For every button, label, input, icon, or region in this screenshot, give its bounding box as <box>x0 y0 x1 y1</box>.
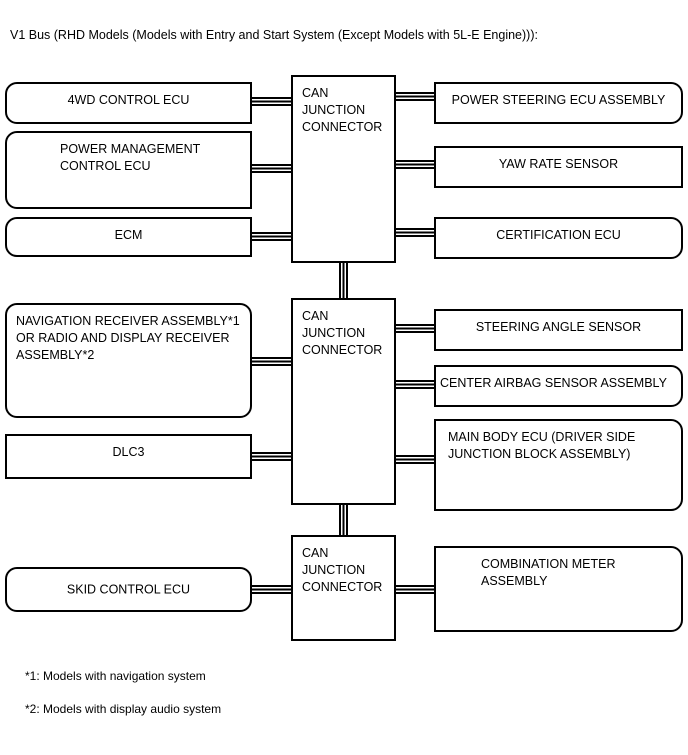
node-power-steering-ecu-assembly[interactable]: POWER STEERING ECU ASSEMBLY <box>434 82 683 124</box>
node-power-management-control-ecu-label: POWER MANAGEMENT CONTROL ECU <box>60 142 201 173</box>
node-dlc3[interactable]: DLC3 <box>5 434 252 479</box>
node-center-airbag-sensor-assembly-label: CENTER AIRBAG SENSOR ASSEMBLY <box>440 376 667 390</box>
node-yaw-rate-sensor[interactable]: YAW RATE SENSOR <box>434 146 683 188</box>
connector-junction2-to-junction3 <box>339 501 348 539</box>
connector-junction1-to-power-steering <box>394 92 436 101</box>
node-dlc3-label: DLC3 <box>112 445 145 459</box>
connector-skid-control-to-junction3 <box>247 585 293 594</box>
node-steering-angle-sensor[interactable]: STEERING ANGLE SENSOR <box>434 309 683 351</box>
junction1-line1: CAN <box>302 86 329 100</box>
node-power-steering-ecu-assembly-label: POWER STEERING ECU ASSEMBLY <box>451 93 666 107</box>
diagram-title: V1 Bus (RHD Models (Models with Entry an… <box>10 28 538 42</box>
can-junction-connector-3[interactable]: CAN JUNCTION CONNECTOR <box>291 535 396 641</box>
junction1-line3: CONNECTOR <box>302 120 383 134</box>
connector-ecm-to-junction1 <box>247 232 293 241</box>
connector-junction3-to-combination-meter <box>394 585 436 594</box>
connector-junction1-to-yaw-rate <box>394 160 436 169</box>
node-center-airbag-sensor-assembly[interactable]: CENTER AIRBAG SENSOR ASSEMBLY <box>434 365 683 407</box>
node-yaw-rate-sensor-label: YAW RATE SENSOR <box>498 157 619 171</box>
junction1-line2: JUNCTION <box>302 103 366 117</box>
node-power-management-control-ecu[interactable]: POWER MANAGEMENT CONTROL ECU <box>5 131 252 209</box>
node-navigation-receiver-assembly-label: NAVIGATION RECEIVER ASSEMBLY*1 OR RADIO … <box>16 314 240 362</box>
connector-junction2-to-main-body-ecu <box>394 455 436 464</box>
connector-power-mgmt-to-junction1 <box>247 164 293 173</box>
node-skid-control-ecu[interactable]: SKID CONTROL ECU <box>5 567 252 612</box>
junction2-line1: CAN <box>302 309 329 323</box>
node-4wd-control-ecu[interactable]: 4WD CONTROL ECU <box>5 82 252 124</box>
connector-junction2-to-center-airbag <box>394 380 436 389</box>
can-junction-connector-2[interactable]: CAN JUNCTION CONNECTOR <box>291 298 396 505</box>
node-certification-ecu-label: CERTIFICATION ECU <box>496 228 621 242</box>
node-main-body-ecu-label: MAIN BODY ECU (DRIVER SIDE JUNCTION BLOC… <box>448 430 636 461</box>
junction2-line3: CONNECTOR <box>302 343 383 357</box>
footnote-1: *1: Models with navigation system <box>25 669 206 683</box>
node-steering-angle-sensor-label: STEERING ANGLE SENSOR <box>475 320 642 334</box>
node-combination-meter-assembly-label: COMBINATION METER ASSEMBLY <box>481 557 616 588</box>
node-main-body-ecu[interactable]: MAIN BODY ECU (DRIVER SIDE JUNCTION BLOC… <box>434 419 683 511</box>
node-certification-ecu[interactable]: CERTIFICATION ECU <box>434 217 683 259</box>
connector-junction1-to-junction2 <box>339 258 348 302</box>
connector-junction1-to-certification <box>394 228 436 237</box>
node-ecm[interactable]: ECM <box>5 217 252 257</box>
node-navigation-receiver-assembly[interactable]: NAVIGATION RECEIVER ASSEMBLY*1 OR RADIO … <box>5 303 252 418</box>
connector-junction2-to-steering-angle <box>394 324 436 333</box>
node-combination-meter-assembly[interactable]: COMBINATION METER ASSEMBLY <box>434 546 683 632</box>
can-junction-connector-1[interactable]: CAN JUNCTION CONNECTOR <box>291 75 396 263</box>
connector-dlc3-to-junction2 <box>247 452 293 461</box>
junction3-line1: CAN <box>302 546 329 560</box>
node-4wd-control-ecu-label: 4WD CONTROL ECU <box>67 93 190 107</box>
junction3-line2: JUNCTION <box>302 563 366 577</box>
node-skid-control-ecu-label: SKID CONTROL ECU <box>66 582 191 596</box>
junction3-line3: CONNECTOR <box>302 580 383 594</box>
connector-navigation-to-junction2 <box>247 357 293 366</box>
connector-4wd-to-junction1 <box>247 97 293 106</box>
node-ecm-label: ECM <box>114 228 143 242</box>
junction2-line2: JUNCTION <box>302 326 366 340</box>
footnote-2: *2: Models with display audio system <box>25 702 222 716</box>
